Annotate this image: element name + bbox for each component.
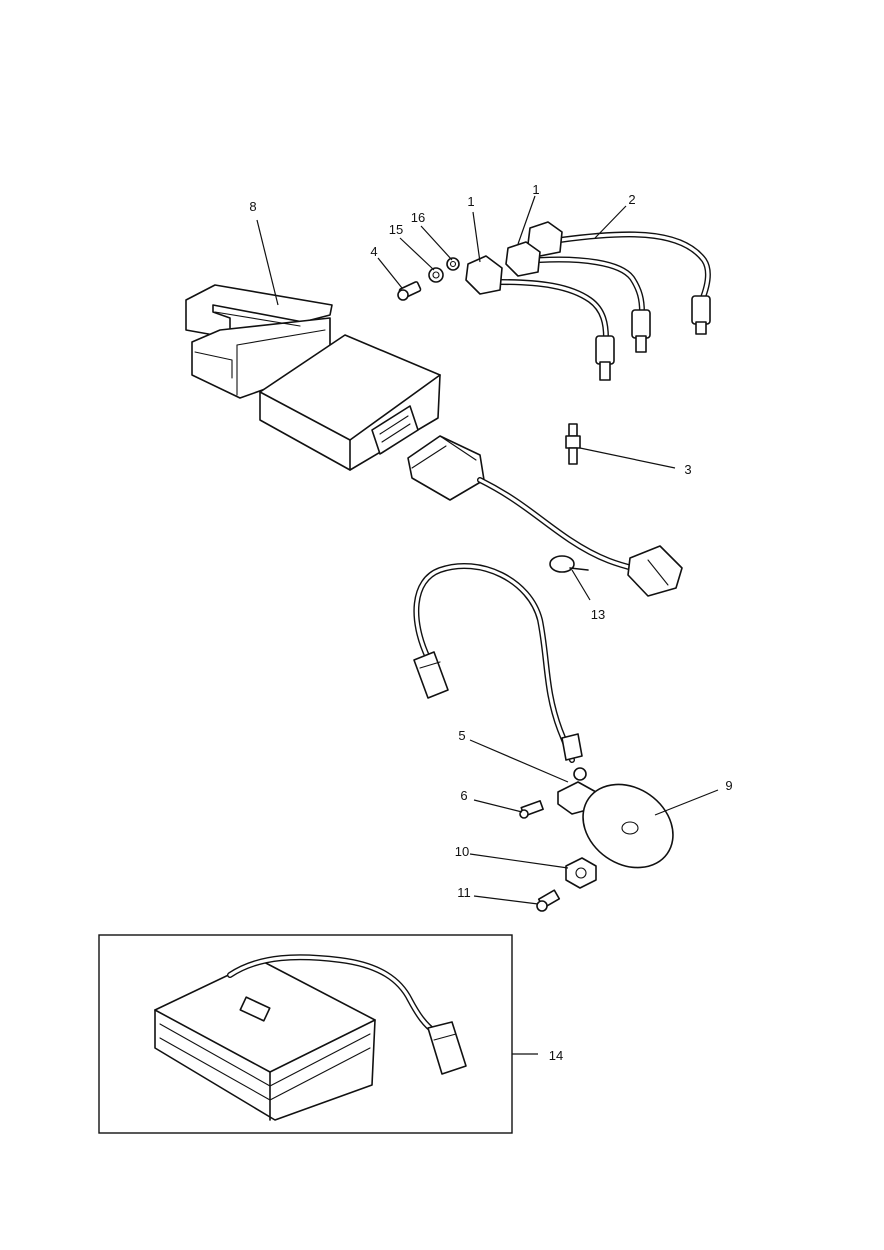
- ignition-coils: [465, 221, 711, 381]
- callout-13: 13: [591, 607, 605, 622]
- cable-clip: [549, 555, 589, 573]
- callout-8: 8: [249, 199, 256, 214]
- callout-5: 5: [458, 728, 465, 743]
- wiring-harness: [407, 435, 683, 597]
- callout-11: 11: [457, 885, 471, 900]
- callout-2: 2: [628, 192, 635, 207]
- callout-15: 15: [389, 222, 403, 237]
- callout-14: 14: [549, 1048, 563, 1063]
- rotor-hardware: [536, 857, 597, 912]
- inset-box: [98, 934, 513, 1134]
- control-unit: [259, 334, 441, 471]
- leader-lines: [256, 195, 719, 1055]
- callout-6: 6: [460, 788, 467, 803]
- pickup-lead: [413, 563, 583, 763]
- spark-plug: [565, 423, 581, 465]
- callout-9: 9: [725, 778, 732, 793]
- timing-rotor: [582, 783, 674, 869]
- coil-hardware: [397, 257, 460, 301]
- callout-16: 16: [411, 210, 425, 225]
- callout-3: 3: [684, 462, 691, 477]
- callout-1b: 1: [532, 182, 539, 197]
- callout-1a: 1: [467, 194, 474, 209]
- callout-4: 4: [370, 244, 377, 259]
- callout-10: 10: [455, 844, 469, 859]
